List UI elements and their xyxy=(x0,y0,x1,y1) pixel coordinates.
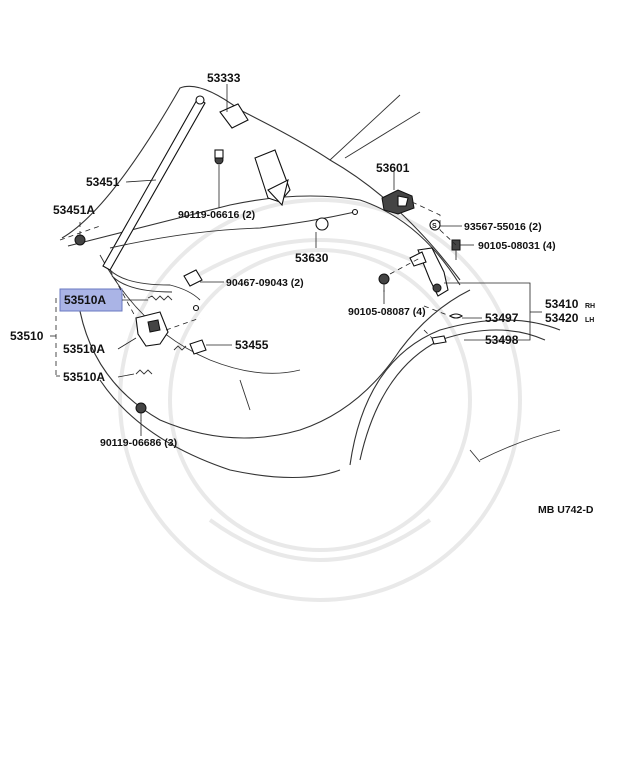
release-cable xyxy=(109,208,359,249)
part-labels: 53333 53451 53451A 90119-06616 (2) 53601… xyxy=(10,71,595,516)
hood-hinge xyxy=(214,103,291,207)
diagram-code: MB U742-D xyxy=(538,504,594,516)
label-90119-06616[interactable]: 90119-06616 (2) xyxy=(178,209,255,221)
label-53601[interactable]: 53601 xyxy=(376,161,410,175)
screw-s-mark: S xyxy=(432,223,437,230)
label-53333[interactable]: 53333 xyxy=(207,71,241,85)
label-53451[interactable]: 53451 xyxy=(86,175,120,189)
label-93567-55016[interactable]: 93567-55016 (2) xyxy=(464,221,542,233)
label-53498[interactable]: 53498 xyxy=(485,333,519,347)
label-53451a[interactable]: 53451A xyxy=(53,203,95,217)
label-53410-side: RH xyxy=(585,303,595,310)
fasteners: S xyxy=(74,219,463,421)
label-53630[interactable]: 53630 xyxy=(295,251,329,265)
hood-latch xyxy=(381,189,415,215)
watermark-emblem xyxy=(118,198,522,602)
lock-assembly xyxy=(135,295,207,375)
side-hinge xyxy=(409,247,449,297)
label-53497[interactable]: 53497 xyxy=(485,311,519,325)
label-53420-side: LH xyxy=(585,317,594,324)
label-53510a-lower[interactable]: 53510A xyxy=(63,370,105,384)
label-53455[interactable]: 53455 xyxy=(235,338,269,352)
hood-support-rod xyxy=(102,95,206,301)
label-53510a-middle[interactable]: 53510A xyxy=(63,342,105,356)
label-90119-06686[interactable]: 90119-06686 (3) xyxy=(100,437,177,449)
label-53410[interactable]: 53410 xyxy=(545,297,579,311)
label-90467-09043[interactable]: 90467-09043 (2) xyxy=(226,277,304,289)
label-53420[interactable]: 53420 xyxy=(545,311,579,325)
label-53510[interactable]: 53510 xyxy=(10,329,44,343)
leader-lines xyxy=(50,84,542,436)
label-53510a-selected[interactable]: 53510A xyxy=(64,293,106,307)
label-90105-08031[interactable]: 90105-08031 (4) xyxy=(478,240,556,252)
label-90105-08087[interactable]: 90105-08087 (4) xyxy=(348,306,426,318)
